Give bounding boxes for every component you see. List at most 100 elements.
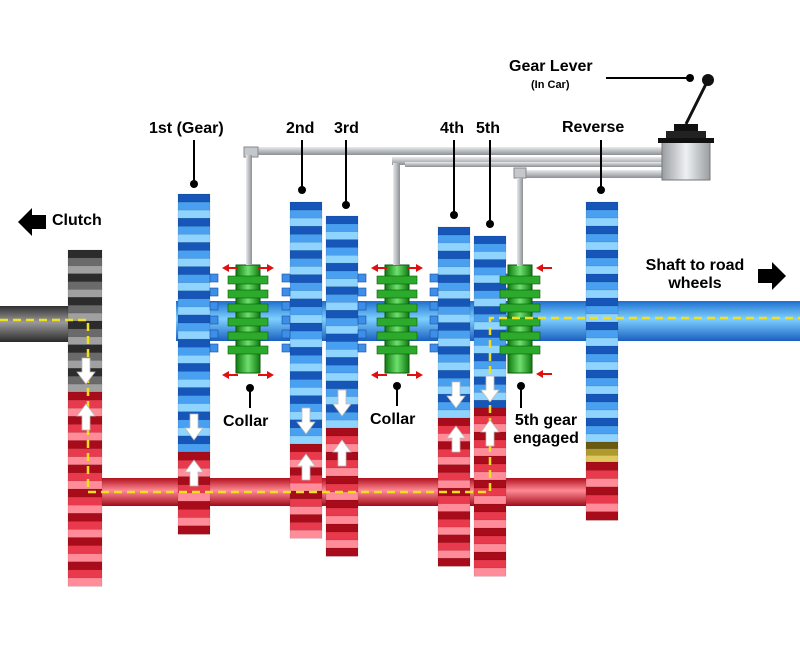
leader-gear-lever-dot <box>686 74 694 82</box>
third-gear-tooth <box>325 547 359 557</box>
second-gear-tooth <box>289 529 323 539</box>
third-gear-tooth <box>325 531 359 541</box>
second-gear-tooth <box>289 282 323 292</box>
fifth-gear-tooth <box>473 503 507 513</box>
third-gear-tooth <box>325 380 359 390</box>
dog-tooth <box>429 273 439 283</box>
second-gear-tooth <box>289 298 323 308</box>
first-gear-label: 1st (Gear) <box>149 120 224 137</box>
collar-1-2-spline <box>227 317 269 327</box>
second-gear-tooth <box>289 338 323 348</box>
fourth-gear-tooth <box>437 464 471 474</box>
clutch-gear-tooth <box>67 577 103 587</box>
first-gear-tooth <box>177 234 211 243</box>
third-gear-label: 3rd <box>334 120 359 137</box>
reverse-gear-tooth <box>585 448 619 456</box>
second-gear-tooth <box>289 514 323 523</box>
third-gear-tooth <box>325 247 359 256</box>
fifth-gear-tooth <box>473 243 507 253</box>
clutch-gear-tooth <box>67 383 103 393</box>
third-gear-tooth <box>325 309 359 319</box>
second-gear-tooth <box>289 506 323 516</box>
clutch-gear-tooth <box>67 472 103 482</box>
red-arrow-right-bottom-1-2 <box>267 371 274 379</box>
dog-tooth <box>357 329 367 339</box>
dog-tooth <box>357 343 367 353</box>
fourth-gear-tooth <box>437 250 471 260</box>
reverse-gear-tooth <box>585 461 619 471</box>
shift-rod-cap2 <box>513 167 527 179</box>
second-gear-tooth <box>289 217 323 227</box>
second-gear-tooth <box>289 306 323 316</box>
reverse-gear-tooth <box>585 385 619 395</box>
collar-1-2-spline <box>227 303 269 313</box>
fourth-gear-label: 4th <box>440 120 464 137</box>
dog-tooth <box>357 273 367 283</box>
reverse-gear-tooth <box>585 289 619 299</box>
shaft-to-road-label: Shaft to road wheels <box>634 257 756 292</box>
fifth-gear-tooth <box>473 559 507 569</box>
clutch-gear-tooth <box>67 504 103 514</box>
clutch-gear-tooth <box>67 336 103 346</box>
fourth-gear-tooth <box>437 409 471 419</box>
right-arrow-icon <box>758 262 786 290</box>
third-gear-tooth <box>325 419 359 429</box>
reverse-gear-tooth <box>585 503 619 513</box>
collar-1-2-spline <box>227 331 269 341</box>
clutch-gear-tooth <box>67 456 103 466</box>
fifth-gear-tooth <box>473 535 507 545</box>
gear-lever-box <box>661 139 711 181</box>
gear-lever-label: Gear Lever <box>509 58 593 75</box>
clutch-gear-tooth <box>67 529 103 539</box>
reverse-gear-tooth <box>585 417 619 427</box>
dog-tooth <box>209 273 219 283</box>
dog-tooth <box>429 315 439 325</box>
second-gear-tooth <box>289 498 323 508</box>
shift-rod-middle <box>392 157 664 165</box>
red-arrow-left-bottom-3-4 <box>371 371 378 379</box>
collar-3-4-spline <box>376 275 418 285</box>
fourth-gear-tooth <box>437 274 471 284</box>
clutch-gear-tooth <box>67 496 103 506</box>
fifth-gear-tooth <box>473 495 507 505</box>
first-gear-tooth <box>177 250 211 260</box>
third-gear-tooth <box>325 539 359 549</box>
arrow-down-clutch <box>76 357 96 385</box>
first-gear-tooth <box>177 274 211 284</box>
fifth-gear-tooth <box>473 527 507 537</box>
clutch-gear-tooth <box>67 249 103 259</box>
collar-1-2 <box>227 264 269 374</box>
leader-third-dot <box>342 201 350 209</box>
clutch-gear-tooth <box>67 273 103 283</box>
third-gear-tooth <box>325 317 359 327</box>
clutch-gear-tooth <box>67 391 103 401</box>
third-gear-tooth <box>325 499 359 509</box>
clutch-gear-tooth <box>67 289 103 298</box>
left-arrow-icon <box>18 208 46 236</box>
shift-fork-1 <box>246 155 252 265</box>
fifth-gear-tooth <box>473 259 507 268</box>
shift-rod-mid2 <box>405 162 664 167</box>
collar-5-rev-spline <box>499 345 541 355</box>
dog-tooth <box>429 287 439 297</box>
red-arrow-left-bottom-5 <box>536 370 543 378</box>
third-gear <box>325 215 359 557</box>
collar-5-rev-spline <box>499 303 541 313</box>
clutch-gear-tooth <box>67 265 103 275</box>
second-gear-tooth <box>289 258 323 268</box>
second-gear-tooth <box>289 234 323 243</box>
second-gear-tooth <box>289 435 323 445</box>
clutch-gear-tooth <box>67 257 103 267</box>
third-gear-tooth <box>325 215 359 225</box>
fourth-gear-tooth <box>437 346 471 355</box>
reverse-gear-tooth <box>585 470 619 480</box>
fourth-gear-tooth <box>437 550 471 559</box>
fifth-gear-tooth <box>473 519 507 529</box>
collar-1-2-spline <box>227 289 269 299</box>
second-gear-tooth <box>289 266 323 276</box>
first-gear-tooth <box>177 371 211 381</box>
first-gear-tooth <box>177 193 211 203</box>
shift-fork-3 <box>517 178 523 266</box>
third-gear-tooth <box>325 523 359 533</box>
